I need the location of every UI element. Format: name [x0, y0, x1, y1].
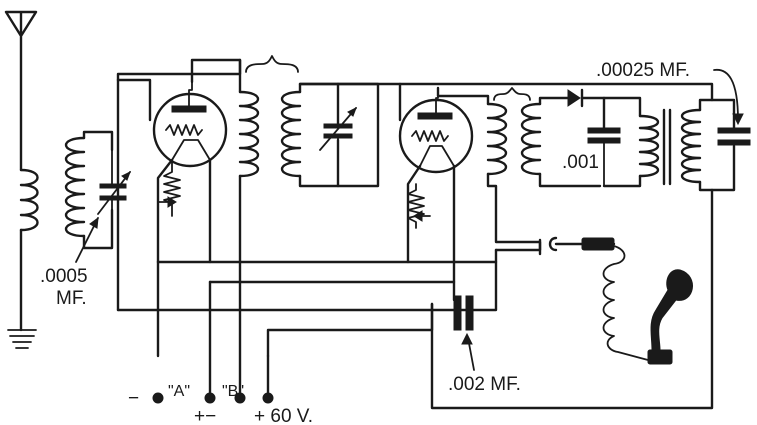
label-term-plus-minus: +− — [194, 406, 216, 425]
wire-t2-secondary-bottom — [538, 172, 602, 188]
interstage-transformer-2-primary — [486, 102, 508, 176]
rheostat-2 — [407, 183, 431, 229]
ground-symbol — [7, 329, 37, 349]
label-cap-0005-value: .0005 — [40, 266, 88, 287]
rheostat-1 — [157, 161, 181, 217]
vacuum-tube-1 — [152, 81, 228, 168]
output-transformer-secondary — [680, 108, 702, 184]
wire-t2-primary-bottom — [486, 172, 542, 252]
wire-001-right — [602, 96, 642, 188]
terminal-a-minus — [152, 392, 164, 404]
bus-lower — [266, 302, 434, 358]
wire-t1-secondary-top — [298, 82, 340, 126]
arrow-00025-pointer — [713, 68, 739, 121]
label-cap-00025: .00025 MF. — [596, 60, 690, 81]
terminal-b-minus — [234, 392, 246, 404]
wire-filament2-a — [406, 164, 422, 264]
phone-jack — [494, 236, 616, 256]
wire-plate-2 — [436, 86, 490, 106]
terminal-a-plus — [204, 392, 216, 404]
vacuum-tube-2 — [398, 87, 474, 174]
arrow-00025-head — [732, 113, 744, 126]
wire-coil-bottom — [82, 208, 114, 250]
wire-t1-secondary-bottom — [298, 138, 340, 188]
label-cap-001: .001 — [562, 152, 599, 173]
headset-receiver-icon — [647, 269, 693, 365]
wire-coil-top — [82, 130, 114, 152]
output-transformer-primary — [638, 114, 660, 178]
terminal-b-plus — [262, 392, 274, 404]
wire-top-1 — [116, 78, 152, 122]
fixed-capacitor-00025 — [717, 127, 751, 146]
label-cap-002: .002 MF. — [448, 374, 521, 395]
wire-top-return — [398, 82, 714, 102]
interstage-transformer-2-secondary — [520, 102, 542, 176]
input-coil-secondary — [64, 136, 86, 238]
wire-filament1-a — [156, 158, 174, 264]
variable-capacitor-0005 — [97, 149, 131, 215]
headset-cord — [602, 245, 649, 361]
wire-detector-out — [580, 96, 606, 130]
label-cap-0005-unit: MF. — [56, 288, 87, 309]
antenna-symbol — [4, 10, 38, 172]
arrow-002-head — [461, 332, 473, 345]
coupling-brace-2 — [493, 87, 531, 101]
crystal-detector — [567, 88, 584, 108]
label-term-b: "B" — [222, 383, 244, 400]
wire-right-return — [430, 188, 714, 410]
wire-t2-secondary-top — [538, 96, 570, 106]
interstage-transformer-1-secondary — [280, 90, 302, 178]
label-term-minus: − — [128, 388, 139, 409]
coupling-brace-1 — [245, 55, 299, 73]
label-term-60v: + 60 V. — [254, 406, 313, 425]
label-term-a: "A" — [168, 383, 190, 400]
bus-grid-return — [116, 248, 498, 312]
wire-plate-1 — [190, 58, 242, 94]
antenna-coil — [19, 168, 39, 232]
variable-capacitor-tuning — [319, 83, 357, 187]
output-transformer-core — [662, 108, 672, 186]
fixed-capacitor-002 — [453, 295, 474, 331]
arrow-0005-head — [89, 216, 99, 229]
interstage-transformer-1-primary — [238, 90, 260, 178]
fixed-capacitor-001 — [587, 127, 621, 187]
